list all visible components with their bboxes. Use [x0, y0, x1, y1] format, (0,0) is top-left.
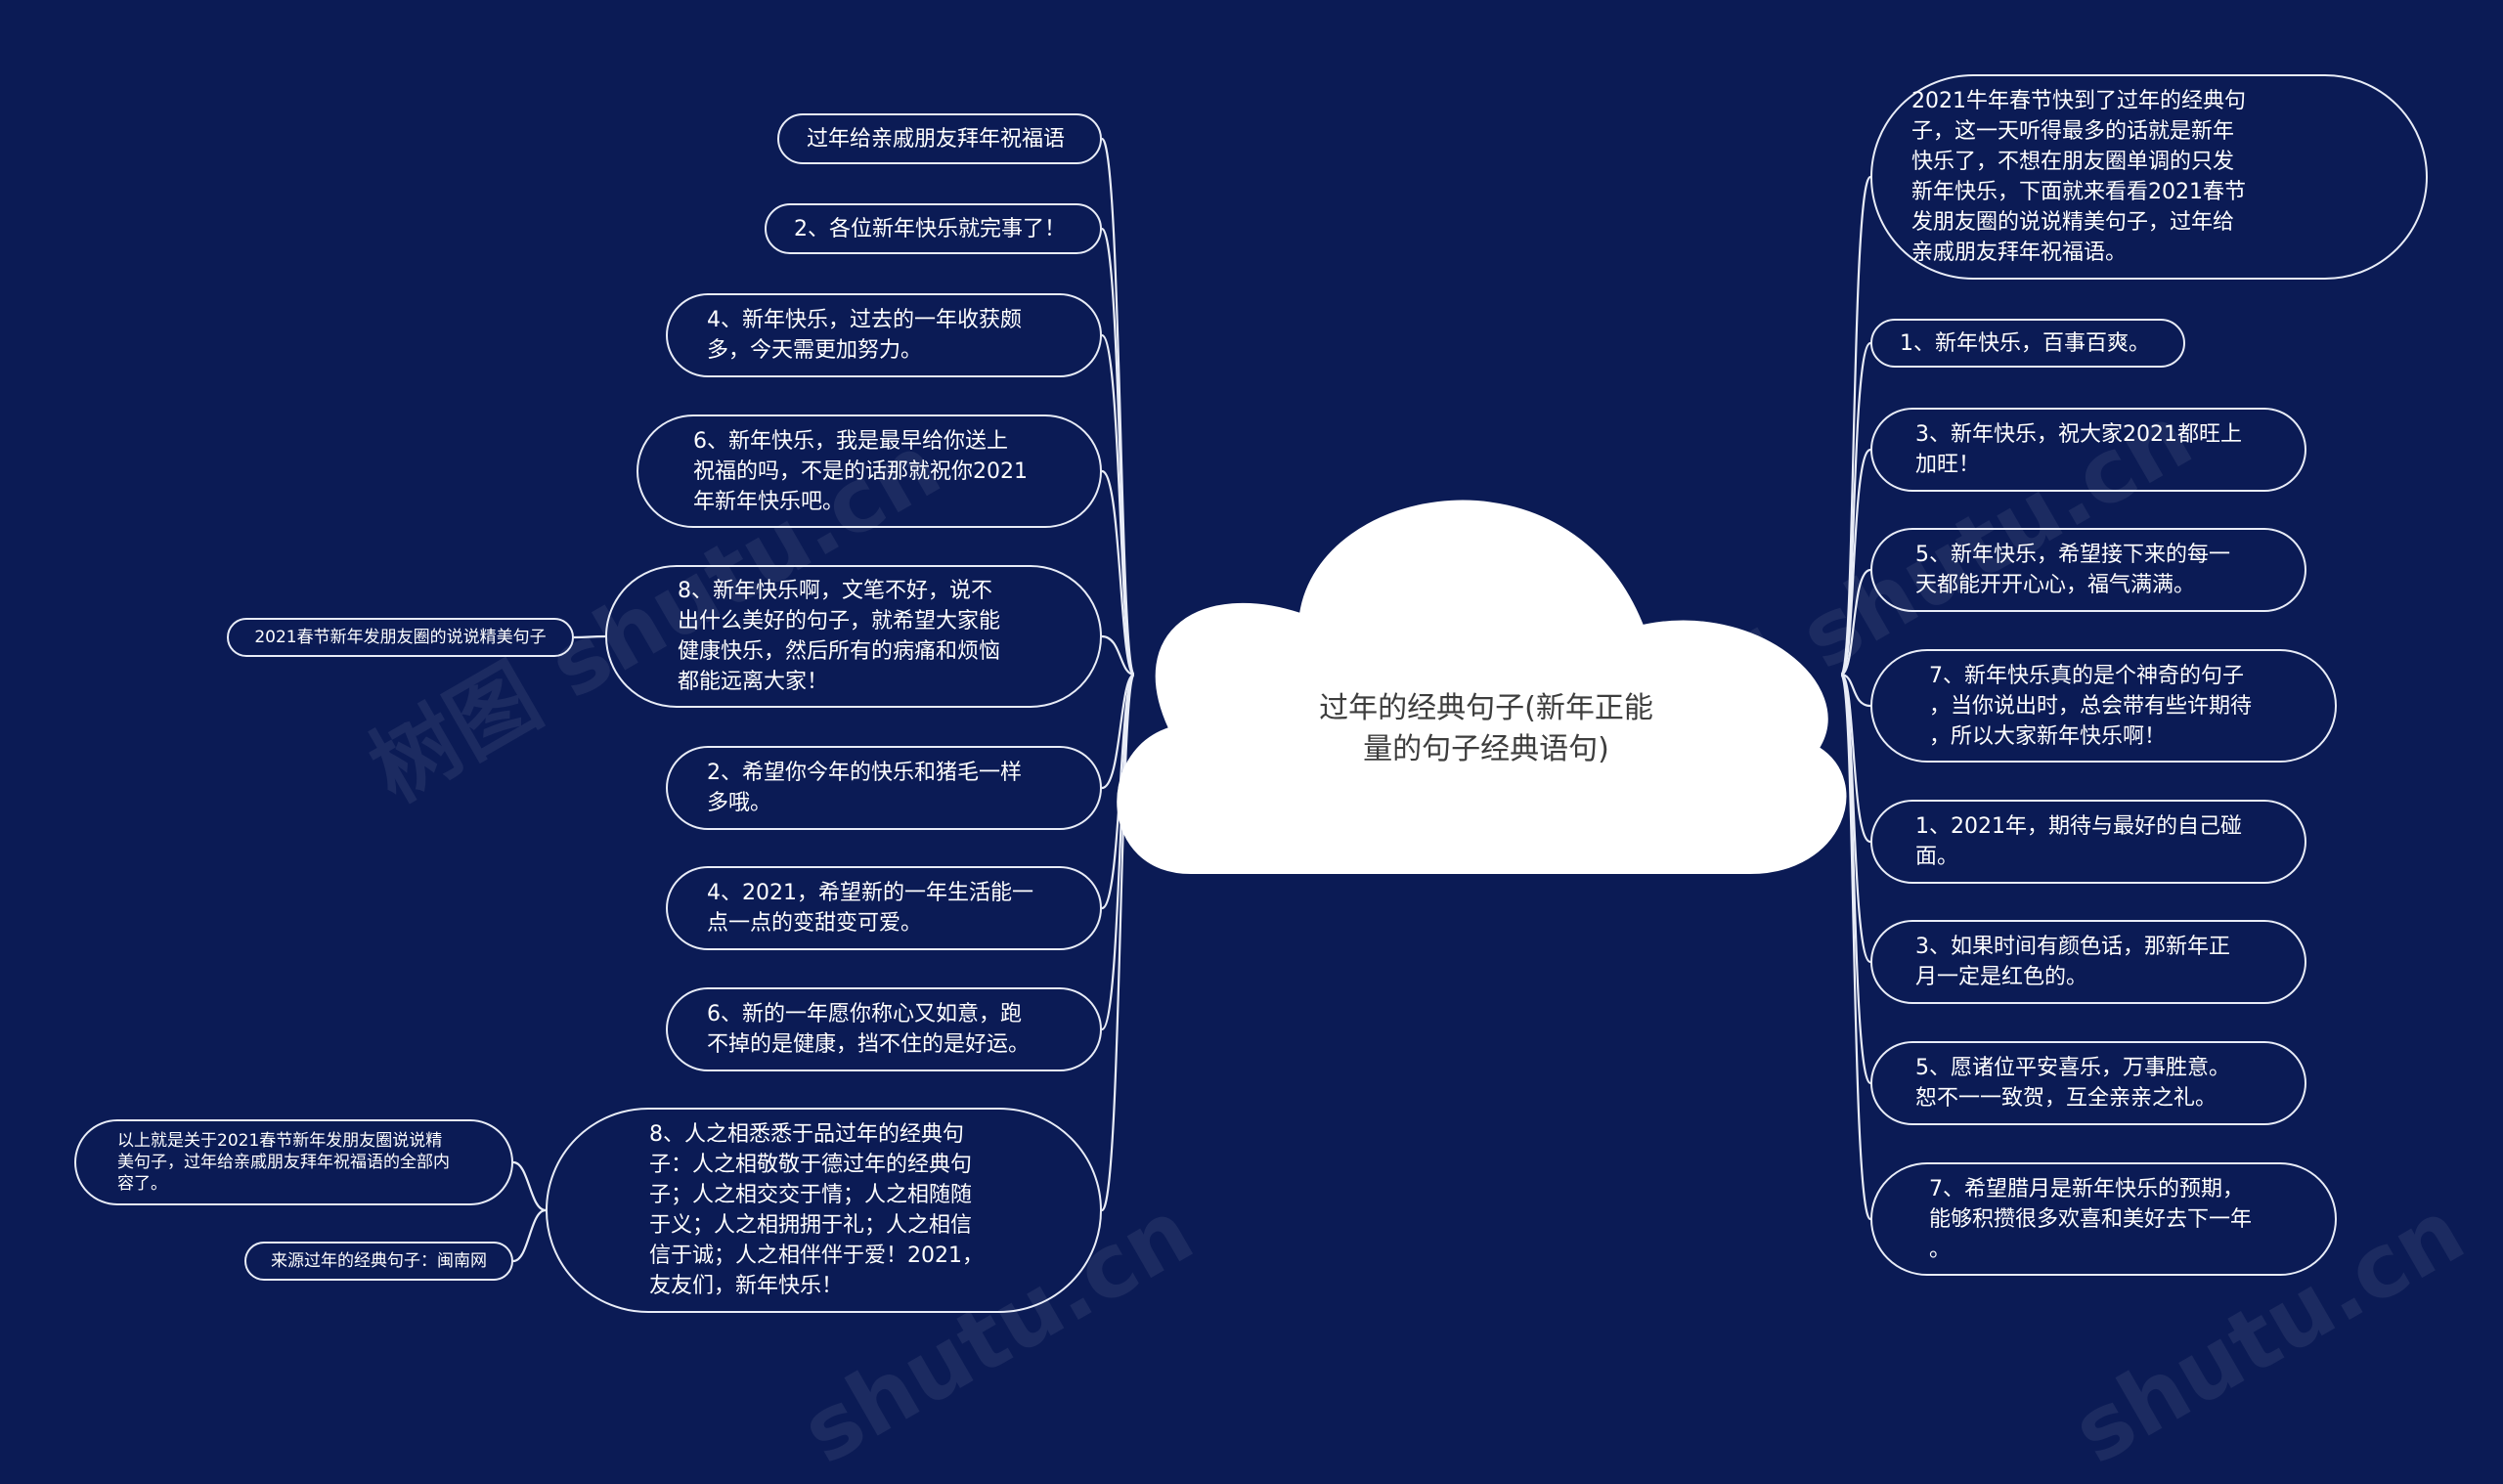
left-branch-node[interactable]: 6、新年快乐，我是最早给你送上 祝福的吗，不是的话那就祝你2021 年新年快乐吧… — [637, 415, 1102, 528]
connector-line — [1101, 634, 1135, 677]
connector-line — [512, 1208, 547, 1263]
right-branch-node[interactable]: 7、新年快乐真的是个神奇的句子 ，当你说出时，总会带有些许期待 ，所以大家新年快… — [1870, 649, 2337, 763]
right-branch-node[interactable]: 1、新年快乐，百事百爽。 — [1870, 319, 2185, 368]
right-branch-node[interactable]: 5、新年快乐，希望接下来的每一 天都能开开心心，福气满满。 — [1870, 528, 2306, 612]
left-branch-node[interactable]: 4、新年快乐，过去的一年收获颇 多，今天需更加努力。 — [666, 293, 1102, 377]
center-cloud-shape — [1117, 500, 1847, 874]
mindmap-canvas — [512, 137, 1872, 1263]
left-branch-node[interactable]: 4、2021，希望新的一年生活能一 点一点的变甜变可爱。 — [666, 866, 1102, 950]
left-branch-node[interactable]: 8、新年快乐啊，文笔不好，说不 出什么美好的句子，就希望大家能 健康快乐，然后所… — [605, 565, 1102, 708]
connector-lines — [512, 137, 1872, 1263]
right-branch-node[interactable]: 2021牛年春节快到了过年的经典句 子，这一天听得最多的话就是新年 快乐了，不想… — [1870, 74, 2428, 280]
left-branch-node[interactable]: 2、希望你今年的快乐和猪毛一样 多哦。 — [666, 746, 1102, 830]
left-branch-node[interactable]: 过年给亲戚朋友拜年祝福语 — [777, 113, 1102, 164]
far-left-leaf-node[interactable]: 2021春节新年发朋友圈的说说精美句子 — [227, 618, 574, 657]
connector-line — [1839, 673, 1872, 1221]
connector-line — [573, 634, 606, 639]
far-left-leaf-node[interactable]: 来源过年的经典句子：闽南网 — [244, 1242, 513, 1281]
connector-line — [1839, 448, 1871, 677]
connector-line — [1101, 673, 1135, 790]
connector-line — [1100, 333, 1136, 677]
left-branch-node[interactable]: 8、人之相悉悉于品过年的经典句 子：人之相敬敬于德过年的经典句 子；人之相交交于… — [546, 1108, 1102, 1313]
far-left-leaf-node[interactable]: 以上就是关于2021春节新年发朋友圈说说精 美句子，过年给亲戚朋友拜年祝福语的全… — [74, 1119, 513, 1205]
central-topic[interactable]: 过年的经典句子(新年正能 量的句子经典语句) — [1319, 691, 1653, 766]
connector-line — [512, 1160, 547, 1212]
connector-line — [1840, 673, 1871, 708]
connector-line — [1100, 673, 1136, 1212]
right-branch-node[interactable]: 7、希望腊月是新年快乐的预期， 能够积攒很多欢喜和美好去下一年 。 — [1870, 1162, 2337, 1276]
right-branch-node[interactable]: 3、新年快乐，祝大家2021都旺上 加旺！ — [1870, 408, 2306, 492]
connector-line — [1840, 568, 1871, 677]
connector-line — [1101, 469, 1136, 677]
right-branch-node[interactable]: 5、愿诸位平安喜乐，万事胜意。 恕不一一致贺，互全亲亲之礼。 — [1870, 1041, 2306, 1125]
connector-line — [1839, 673, 1871, 844]
left-branch-node[interactable]: 6、新的一年愿你称心又如意，跑 不掉的是健康，挡不住的是好运。 — [666, 987, 1102, 1071]
right-branch-node[interactable]: 3、如果时间有颜色话，那新年正 月一定是红色的。 — [1870, 920, 2306, 1004]
left-branch-node[interactable]: 2、各位新年快乐就完事了！ — [765, 203, 1102, 254]
right-branch-node[interactable]: 1、2021年，期待与最好的自己碰 面。 — [1870, 800, 2306, 884]
